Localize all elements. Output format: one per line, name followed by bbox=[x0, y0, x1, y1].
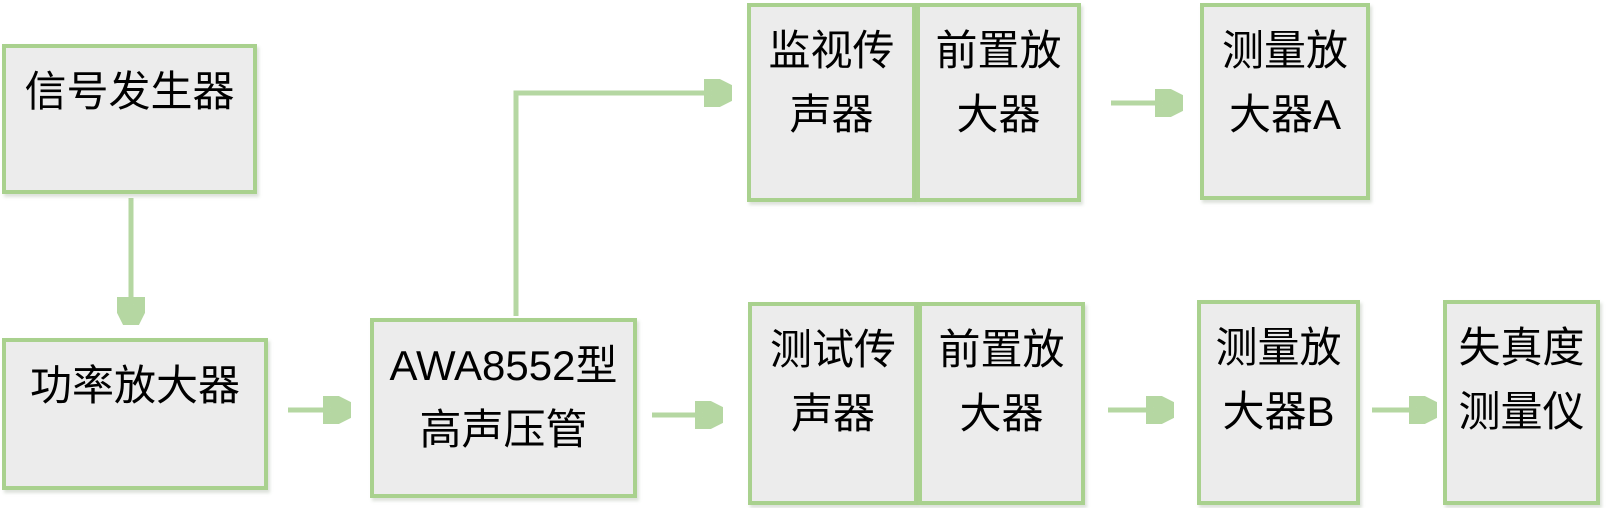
node-label-line1: AWA8552型 bbox=[389, 342, 618, 389]
node-distortion-meter: 失真度 测量仪 bbox=[1443, 300, 1600, 505]
node-label-line2: 声器 bbox=[789, 91, 874, 138]
node-measuring-amplifier-b: 测量放 大器B bbox=[1197, 300, 1360, 505]
node-label-line2: 大器 bbox=[959, 390, 1044, 437]
node-signal-generator: 信号发生器 bbox=[2, 44, 257, 194]
node-awa8552-tube: AWA8552型 高声压管 bbox=[370, 318, 637, 498]
node-label-line1: 失真度 bbox=[1458, 324, 1585, 371]
node-label-line1: 前置放 bbox=[938, 326, 1065, 373]
node-label-line1: 前置放 bbox=[935, 27, 1062, 74]
node-label-line2: 高声压管 bbox=[419, 406, 588, 453]
node-label-line2: 测量仪 bbox=[1458, 388, 1585, 435]
node-label-line1: 测试传 bbox=[769, 326, 896, 373]
node-label-line2: 大器A bbox=[1228, 91, 1341, 138]
node-test-microphone: 测试传 声器 bbox=[748, 302, 918, 505]
node-label: 信号发生器 bbox=[24, 68, 235, 115]
node-label-line2: 大器 bbox=[956, 91, 1041, 138]
node-measuring-amplifier-a: 测量放 大器A bbox=[1200, 3, 1370, 200]
node-label-line1: 监视传 bbox=[768, 27, 895, 74]
node-label-line2: 声器 bbox=[790, 390, 875, 437]
node-preamp-bottom: 前置放 大器 bbox=[918, 302, 1085, 505]
node-label-line2: 大器B bbox=[1222, 388, 1335, 435]
node-preamp-top: 前置放 大器 bbox=[916, 3, 1081, 202]
node-label: 功率放大器 bbox=[29, 362, 240, 409]
node-power-amplifier: 功率放大器 bbox=[2, 338, 268, 490]
node-label-line1: 测量放 bbox=[1215, 324, 1342, 371]
node-label-line1: 测量放 bbox=[1221, 27, 1348, 74]
arrow-awa-to-monitor-mic bbox=[513, 93, 728, 316]
node-monitor-microphone: 监视传 声器 bbox=[747, 3, 916, 202]
